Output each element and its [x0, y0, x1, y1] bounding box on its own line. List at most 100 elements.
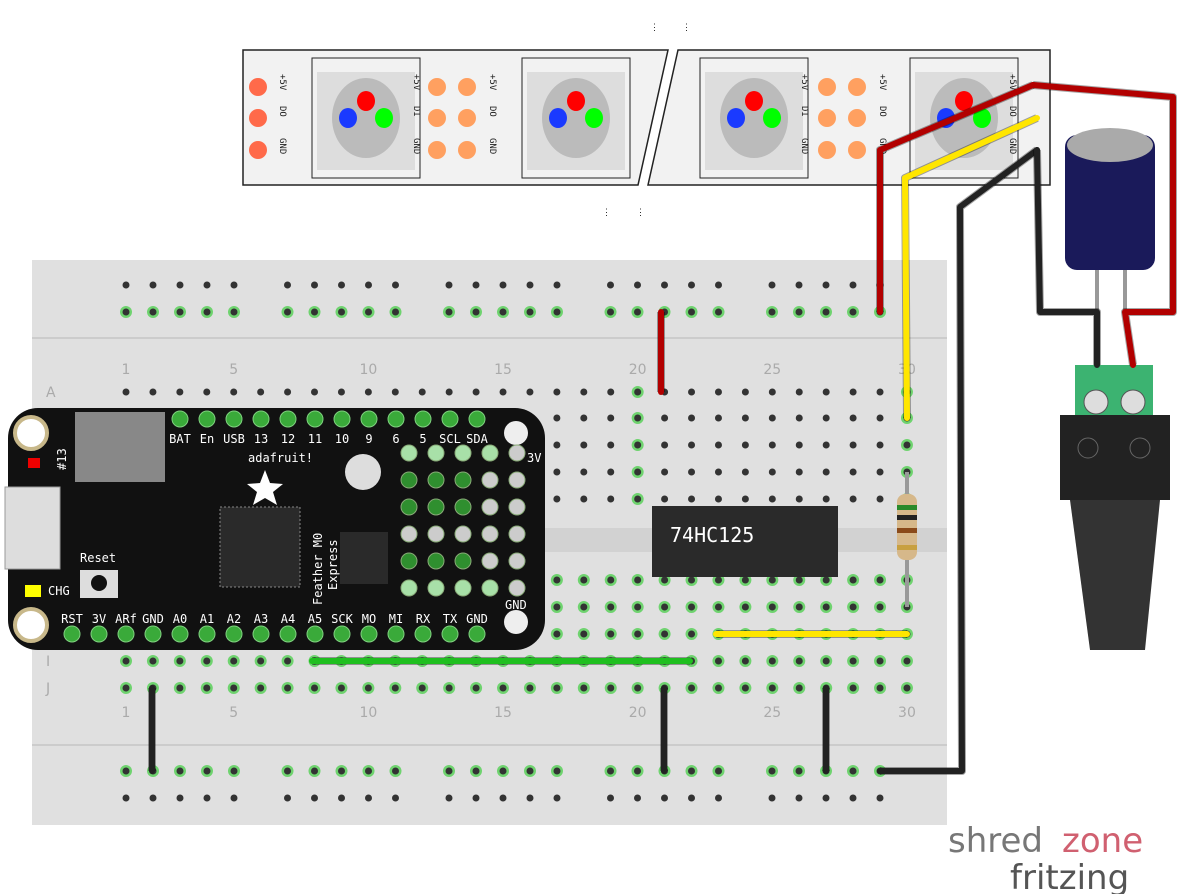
feather-proto-pad: [508, 525, 526, 543]
chg-label: CHG: [48, 584, 70, 598]
feather-proto-pad: [508, 498, 526, 516]
feather-top-pin-label: 13: [254, 432, 268, 446]
breadboard-hole: [634, 495, 642, 503]
break-mark: ⋮: [650, 23, 659, 33]
watermark-zone: zone: [1062, 821, 1143, 861]
rail-hole: [715, 794, 722, 802]
breadboard-hole: [795, 388, 803, 396]
rail-hole: [365, 794, 372, 802]
feather-top-pin: [360, 410, 378, 428]
strip-solder-pad: [848, 78, 866, 96]
feather-bottom-pin-label: A2: [227, 612, 241, 626]
breadboard-hole: [795, 657, 803, 665]
feather-proto-pad: [400, 471, 418, 489]
rail-hole: [365, 281, 372, 289]
breadboard-hole: [714, 388, 722, 396]
rail-hole: [822, 281, 830, 289]
rail-hole: [795, 308, 803, 316]
breadboard-hole: [391, 388, 399, 396]
feather-proto-pad: [427, 552, 445, 570]
breadboard-hole: [472, 684, 480, 692]
breadboard-hole: [176, 684, 184, 692]
rail-hole: [688, 281, 695, 289]
breadboard-hole: [741, 468, 749, 476]
led-lens: [720, 78, 788, 158]
breadboard-hole: [688, 630, 696, 638]
rail-hole: [311, 767, 318, 775]
breadboard-hole: [149, 657, 157, 665]
feather-top-pin-label: 12: [281, 432, 295, 446]
breadboard-hole: [795, 468, 803, 476]
strip-solder-pad: [249, 141, 267, 159]
breadboard-hole: [903, 684, 911, 692]
breadboard-hole: [822, 657, 830, 665]
breadboard-hole: [122, 684, 130, 692]
breadboard-hole: [634, 468, 642, 476]
rail-hole: [392, 281, 399, 289]
rail-hole: [392, 794, 399, 802]
feather-top-pin: [252, 410, 270, 428]
strip-solder-pad: [249, 78, 267, 96]
feather-bottom-pin-label: RST: [61, 612, 83, 626]
breadboard-hole: [876, 495, 884, 503]
feather-top-pin: [468, 410, 486, 428]
feather-top-pin-label: BAT: [169, 432, 191, 446]
rail-hole: [553, 794, 561, 802]
strip-solder-pad: [458, 109, 476, 127]
feather-bottom-pin-label: RX: [416, 612, 431, 626]
feather-bottom-pin: [360, 625, 378, 643]
breadboard-hole: [768, 441, 776, 449]
breadboard-hole: [661, 576, 669, 584]
column-number: 30: [898, 705, 916, 721]
chip-label: 74HC125: [670, 523, 754, 547]
rail-hole: [499, 794, 507, 802]
breadboard-hole: [580, 468, 588, 476]
rail-hole: [122, 281, 130, 289]
rail-hole: [715, 767, 722, 775]
row-letter-i: I: [46, 654, 50, 670]
feather-proto-pad: [508, 552, 526, 570]
breadboard-hole: [311, 684, 319, 692]
rail-hole: [203, 794, 211, 802]
feather-bottom-pin-label: A5: [308, 612, 322, 626]
breadboard-hole: [876, 657, 884, 665]
feather-bottom-pin: [387, 625, 405, 643]
rail-hole: [849, 308, 857, 316]
breadboard-hole: [230, 657, 238, 665]
rail-hole: [526, 308, 534, 316]
strip-solder-pad: [848, 109, 866, 127]
feather-bottom-pin-label: GND: [142, 612, 164, 626]
breadboard-hole: [553, 468, 561, 476]
rail-hole: [122, 308, 130, 316]
breadboard-hole: [284, 657, 292, 665]
breadboard-hole: [688, 388, 696, 396]
breadboard-hole: [553, 576, 561, 584]
feather-top-pin-label: 11: [308, 432, 322, 446]
breadboard-hole: [795, 495, 803, 503]
breadboard-hole: [607, 603, 615, 611]
strip-pin-label: DO: [877, 106, 887, 117]
3v-label: 3V: [527, 451, 541, 465]
breadboard-hole: [607, 684, 615, 692]
breadboard-hole: [661, 468, 669, 476]
rail-hole: [499, 767, 507, 775]
breadboard-hole: [876, 388, 884, 396]
led-green-die: [763, 108, 781, 128]
reset-label: Reset: [80, 551, 116, 565]
breadboard-hole: [580, 630, 588, 638]
rail-hole: [338, 767, 345, 775]
breadboard-hole: [688, 603, 696, 611]
rail-hole: [553, 767, 561, 775]
feather-proto-pad: [400, 552, 418, 570]
breadboard-hole: [634, 388, 642, 396]
breadboard-hole: [607, 495, 615, 503]
rail-hole: [661, 281, 668, 289]
feather-top-pin: [198, 410, 216, 428]
yellow-wire-data: [902, 115, 1040, 421]
rail-hole: [688, 308, 695, 316]
breadboard-hole: [634, 441, 642, 449]
feather-top-pin-label: En: [200, 432, 214, 446]
breadboard-hole: [768, 684, 776, 692]
rail-hole: [203, 308, 211, 316]
breadboard-hole: [849, 441, 857, 449]
